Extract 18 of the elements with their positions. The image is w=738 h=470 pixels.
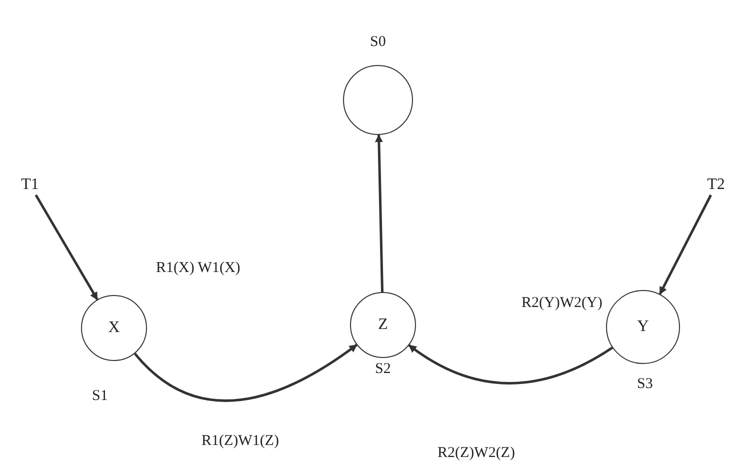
edge-label: R1(Z)W1(Z) (202, 434, 279, 448)
edge-label: R2(Z)W2(Z) (438, 446, 515, 460)
node-label: Z (378, 316, 388, 334)
state-annotation: R1(X) W1(X) (156, 260, 240, 276)
state-annotation: R2(Y)W2(Y) (522, 296, 602, 310)
arrow (134, 344, 358, 402)
node-label: X (108, 319, 120, 337)
transaction-label: T2 (703, 175, 729, 195)
state-annotation: S1 (92, 388, 108, 404)
node-label: Y (637, 318, 649, 336)
arrow (34, 194, 98, 300)
state-annotation: S0 (370, 34, 386, 50)
arrow (658, 194, 712, 295)
state-annotation: S3 (637, 376, 653, 392)
arrow (408, 344, 613, 384)
transaction-label: T1 (17, 175, 43, 195)
arrow (374, 134, 384, 292)
state-annotation: S2 (375, 362, 391, 376)
